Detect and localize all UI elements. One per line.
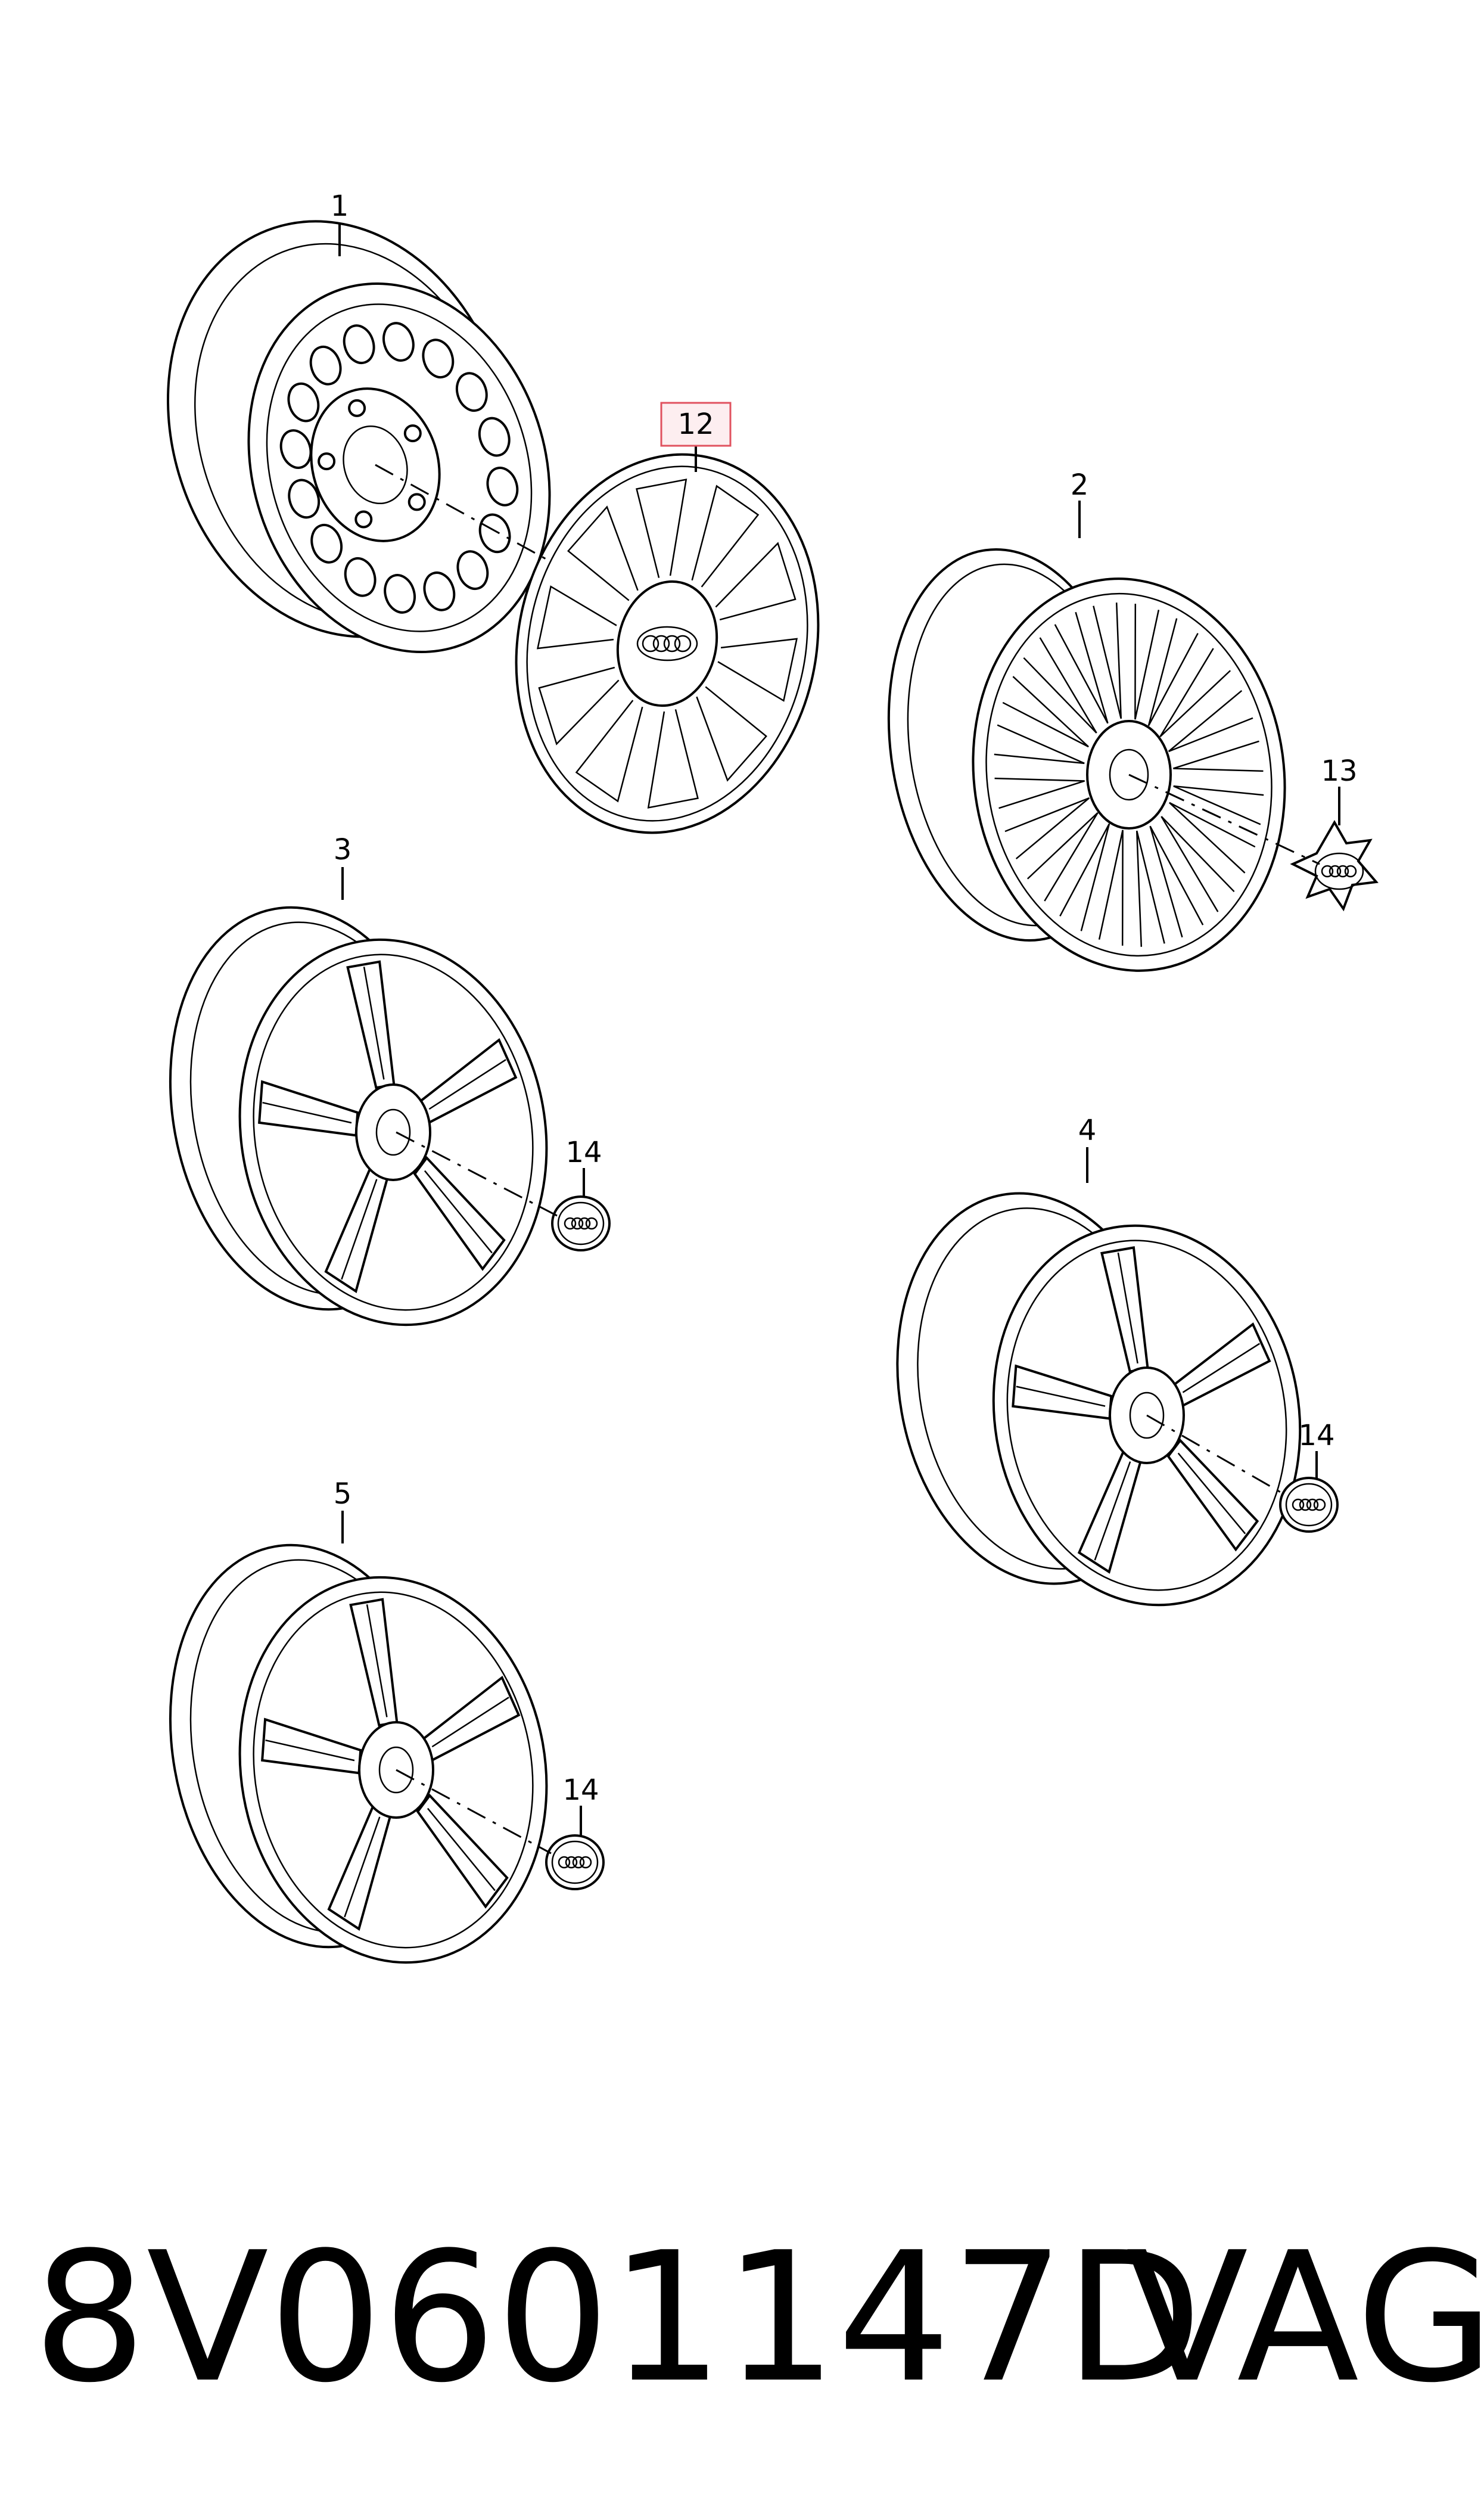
- spoke: [1172, 740, 1264, 772]
- spoke: [1161, 816, 1235, 912]
- svg-text:3: 3: [334, 833, 352, 866]
- svg-text:4: 4: [1078, 1114, 1097, 1147]
- vent-hole: [310, 523, 343, 564]
- vent-hole: [309, 345, 342, 386]
- vent-hole: [456, 550, 489, 591]
- vent-hole: [288, 479, 321, 519]
- vent-hole: [422, 338, 455, 379]
- wheel-2-alloy-rim: [887, 548, 1286, 972]
- bolt-hole: [348, 399, 366, 417]
- spoke: [1159, 648, 1231, 738]
- callout-14-a: 14: [565, 1136, 602, 1169]
- vent-hole: [343, 324, 375, 364]
- wheel-1-steel-rim: [166, 220, 551, 654]
- vent-hole: [455, 372, 488, 412]
- wheel-cover-12: [515, 453, 820, 834]
- spoke: [1004, 797, 1090, 859]
- callout-4: 4: [1078, 1114, 1097, 1147]
- callout-14-c: 14: [562, 1773, 599, 1807]
- callout-1: 1: [331, 190, 349, 223]
- callout-2: 2: [1071, 468, 1089, 502]
- cover-spoke: [567, 505, 639, 601]
- spoke: [1149, 825, 1204, 938]
- svg-text:2: 2: [1071, 468, 1089, 502]
- callout-3: 3: [334, 833, 352, 866]
- cover-spoke: [647, 709, 699, 809]
- logo-icon: [558, 1856, 592, 1869]
- vent-hole: [478, 417, 511, 457]
- center-cap-13: [1290, 819, 1379, 912]
- center-cap-14-a: [551, 1195, 611, 1251]
- alloy-spokes: [258, 960, 518, 1293]
- cover-spokes: [536, 479, 798, 809]
- vent-hole: [382, 322, 415, 362]
- center-cap-14-c: [545, 1834, 605, 1890]
- spoke: [1026, 812, 1099, 902]
- callout-5: 5: [334, 1477, 352, 1511]
- wheel-4-alloy-rim: [896, 1192, 1302, 1607]
- svg-text:14: 14: [565, 1136, 602, 1169]
- spoke: [1093, 602, 1122, 719]
- cover-spoke: [717, 638, 798, 702]
- cover-spoke: [538, 666, 620, 746]
- cover-spoke: [575, 700, 643, 803]
- svg-text:5: 5: [334, 1477, 352, 1511]
- svg-text:12: 12: [677, 408, 714, 441]
- vent-hole: [486, 467, 519, 507]
- cover-spoke: [636, 479, 687, 578]
- svg-text:1: 1: [331, 190, 349, 223]
- spoke: [1054, 611, 1109, 724]
- part-number-label: 8V0601147D: [33, 2214, 1203, 2422]
- svg-text:14: 14: [562, 1773, 599, 1807]
- spoke: [994, 777, 1085, 809]
- vent-hole: [384, 574, 416, 614]
- bolt-hole: [407, 493, 426, 511]
- vent-hole: [287, 382, 320, 423]
- spoke: [1169, 802, 1256, 874]
- logo-icon: [636, 626, 698, 661]
- spoke: [1098, 830, 1124, 946]
- logo-icon: [1292, 1498, 1326, 1511]
- wheel-3-alloy-rim: [169, 906, 548, 1327]
- brand-label: VAG: [1126, 2214, 1484, 2422]
- svg-text:14: 14: [1298, 1419, 1334, 1452]
- spoke: [1134, 604, 1160, 720]
- spoke: [1059, 823, 1110, 931]
- ventilation-holes: [279, 322, 519, 614]
- assembly-axes: [375, 464, 1320, 1855]
- logo-icon: [564, 1217, 598, 1230]
- center-cap-14-b: [1279, 1477, 1339, 1533]
- spoke: [1135, 830, 1165, 947]
- callout-14-b: 14: [1298, 1419, 1334, 1452]
- svg-text:13: 13: [1321, 754, 1357, 788]
- spoke: [1147, 618, 1199, 726]
- alloy-spokes: [994, 602, 1264, 947]
- spoke: [994, 724, 1085, 765]
- vent-hole: [279, 429, 312, 469]
- bolt-hole: [403, 424, 422, 443]
- leader-lines: [338, 223, 1340, 1835]
- logo-icon: [1321, 865, 1357, 878]
- callout-13: 13: [1321, 754, 1357, 788]
- cover-spoke: [715, 542, 797, 621]
- callout-highlight-box: [660, 402, 732, 447]
- spoke: [1173, 785, 1264, 825]
- vent-hole: [478, 513, 511, 554]
- vent-hole: [423, 571, 456, 611]
- cover-spoke: [696, 686, 767, 782]
- callout-12: 12: [660, 402, 732, 447]
- bolt-hole: [318, 452, 336, 471]
- cover-spoke: [536, 585, 617, 650]
- bolt-hole: [354, 510, 373, 529]
- vent-hole: [344, 557, 377, 597]
- spoke: [1168, 690, 1253, 753]
- spoke: [1002, 676, 1089, 748]
- wheel-5-alloy-rim: [169, 1543, 548, 1964]
- spoke: [1023, 637, 1097, 734]
- cover-spoke: [691, 484, 760, 588]
- bolt-holes: [318, 399, 426, 529]
